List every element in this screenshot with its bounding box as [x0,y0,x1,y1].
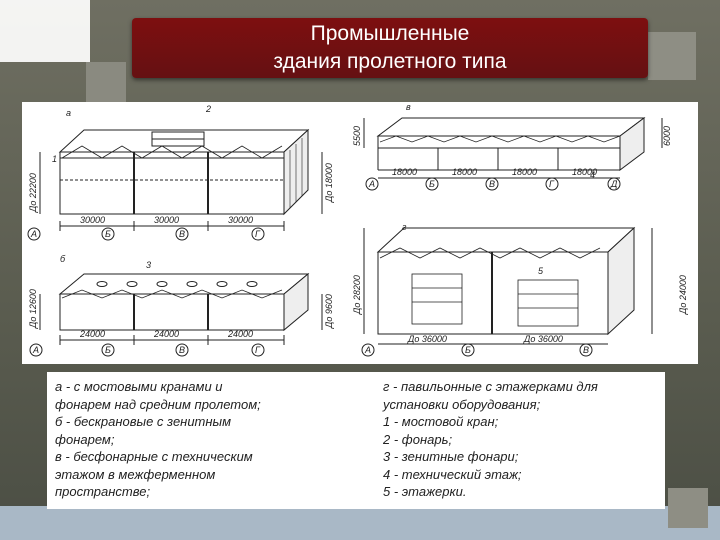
panel-b-span-3: 24000 [227,329,253,339]
panel-a-span-3: 30000 [228,215,253,225]
diagram-panel-left: а 1 2 До 22200 До 18000 30000 30000 3000… [22,102,352,364]
caption-right-line: 1 - мостовой кран; [383,414,499,429]
panel-v-axis-3: В [489,179,495,189]
panel-a-axis-4: Г [255,229,261,239]
building-diagram-a-b: а 1 2 До 22200 До 18000 30000 30000 3000… [27,104,334,357]
panel-a-axis-3: В [179,229,185,239]
panel-a-inner-height: До 18000 [324,163,334,203]
panel-v-span-1: 18000 [392,167,417,177]
panel-v-axis-2: Б [429,179,435,189]
caption-left-line: этажом в межферменном [55,466,216,482]
panel-g-axis-3: В [583,345,589,355]
panel-g-axis-2: Б [465,345,471,355]
caption-left-line: пространстве; [55,484,151,499]
caption-left-line: а - с мостовыми кранами и [55,379,223,394]
caption-right-line: 5 - этажерки. [383,484,467,499]
panel-b-height: До 12600 [28,289,38,329]
panel-b-inner-height: До 9600 [324,294,334,329]
panel-v-axis-4: Г [549,179,555,189]
caption-left-line: фонарем; [55,431,115,447]
caption-box: а - с мостовыми кранами и фонарем над ср… [47,372,665,509]
panel-b-axis-1: А [32,345,39,355]
panel-g-axis-1: А [364,345,371,355]
title-line-2: здания пролетного типа [273,50,507,73]
decor-square-grey-bottom [668,488,708,528]
panel-v-axis-5: Д [610,179,618,189]
panel-a-axis-2: Б [105,229,111,239]
panel-b-callout-3: 3 [146,260,151,270]
caption-left-line: фонарем над средним пролетом; [55,396,261,412]
decor-square-white [0,0,90,62]
panel-a-span-2: 30000 [154,215,179,225]
caption-left: а - с мостовыми кранами и фонарем над ср… [55,378,261,501]
panel-g-height: До 28200 [352,275,362,315]
panel-v-height-left: 5500 [352,126,362,146]
panel-g-letter: г [402,222,407,232]
caption-right-line: г - павильонные с этажерками для [383,379,598,394]
panel-a-letter: а [66,108,71,118]
title-line-1: Промышленные [310,22,470,45]
panel-a-height: До 22200 [28,173,38,213]
panel-v-span-2: 18000 [452,167,477,177]
panel-b-axis-4: Г [255,345,261,355]
panel-b-axis-2: Б [105,345,111,355]
decor-square-grey-left [86,62,126,102]
panel-v-span-3: 18000 [512,167,537,177]
panel-b-letter: б [60,254,66,264]
panel-v-callout-4: 4 [590,170,595,180]
diagram-panel-right: в 5500 6000 4 18000 18000 18000 18000 А … [352,102,698,364]
panel-g-span-2: До 36000 [523,334,563,344]
panel-a-axis-1: А [30,229,37,239]
panel-b-axis-3: В [179,345,185,355]
panel-b-span-1: 24000 [79,329,105,339]
slide-title: Промышленные здания пролетного типа [132,18,648,78]
decor-square-grey-right [648,32,696,80]
panel-a-span-1: 30000 [80,215,105,225]
panel-g-callout-5: 5 [538,266,544,276]
panel-a-callout-2: 2 [205,104,211,114]
panel-v-letter: в [406,102,411,112]
caption-right: г - павильонные с этажерками для установ… [383,378,598,501]
building-diagram-v-g: в 5500 6000 4 18000 18000 18000 18000 А … [352,102,688,357]
caption-right-line: установки оборудования; [383,396,541,412]
panel-v-height-right: 6000 [662,126,672,146]
decor-square-blue [0,506,720,540]
caption-right-line: 2 - фонарь; [383,431,453,447]
panel-v-span-4: 18000 [572,167,597,177]
panel-b-span-2: 24000 [153,329,179,339]
caption-right-line: 4 - технический этаж; [383,466,522,482]
caption-left-line: в - бесфонарные с техническим [55,449,253,464]
caption-right-line: 3 - зенитные фонари; [383,449,519,464]
panel-g-span-1: До 36000 [407,334,447,344]
panel-g-inner-height: До 24000 [678,275,688,315]
caption-left-line: б - бескрановые с зенитным [55,414,232,429]
panel-a-callout-1: 1 [52,154,57,164]
panel-v-axis-1: А [368,179,375,189]
